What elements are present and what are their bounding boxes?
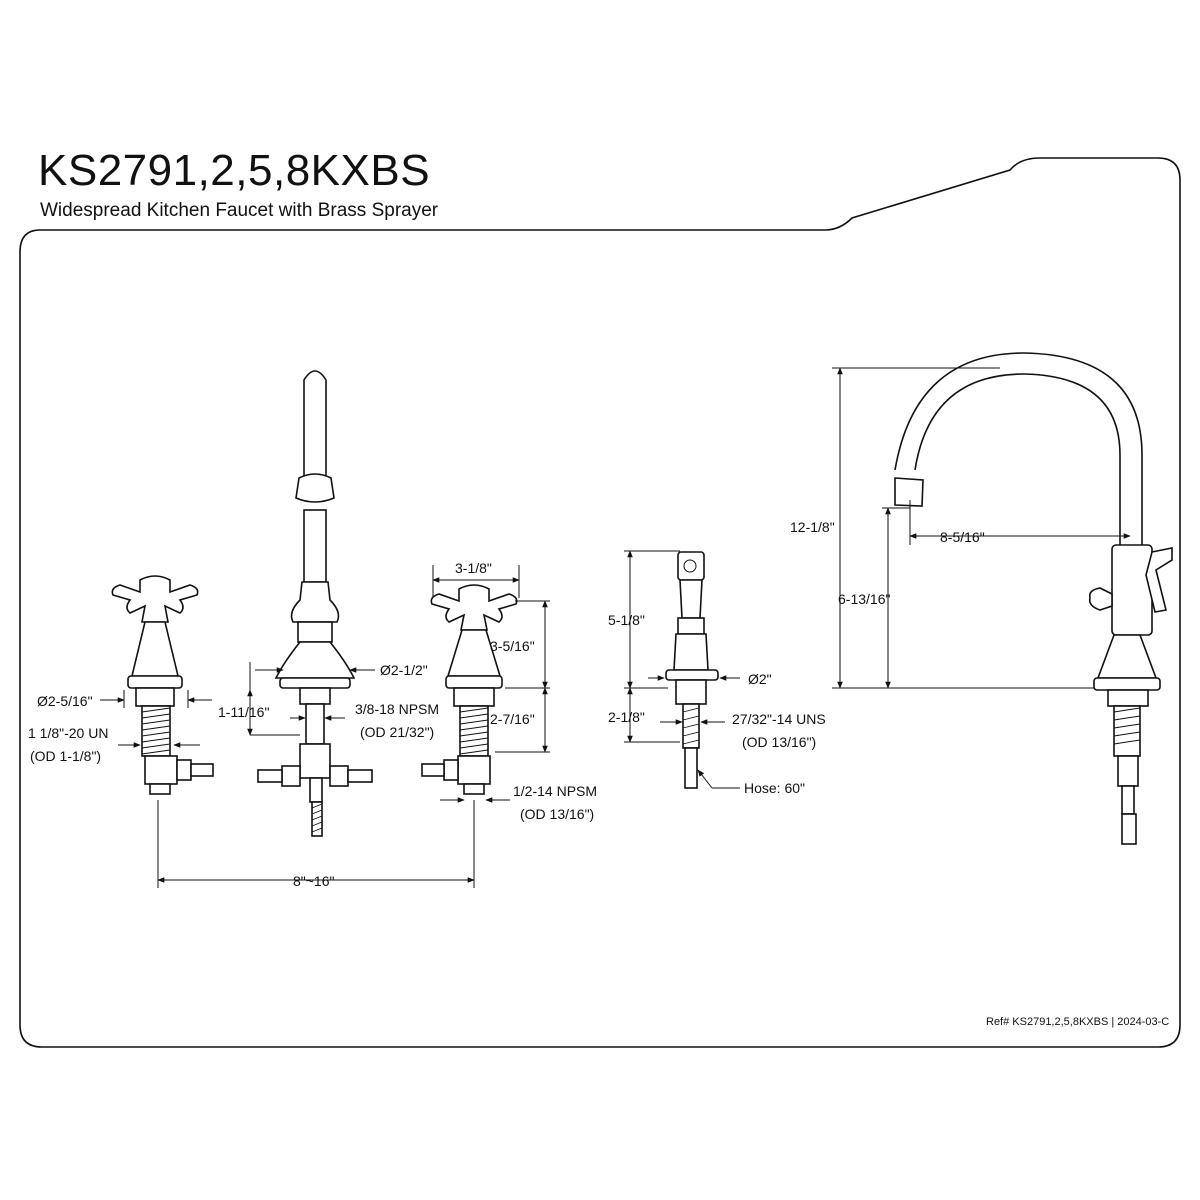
reference-number: Ref# KS2791,2,5,8KXBS | 2024-03-C <box>986 1016 1170 1028</box>
left-handle-drawing <box>111 575 214 795</box>
label-sprayer-shank-length: 2-1/8" <box>608 709 645 725</box>
side-view-drawing <box>894 352 1173 845</box>
label-sprayer-height: 5-1/8" <box>608 612 645 628</box>
label-handle-width: 3-1/8" <box>455 560 492 576</box>
label-sprayer-thread-line1: 27/32"-14 UNS <box>732 711 826 727</box>
label-sprayer-base-diameter: Ø2" <box>748 671 772 687</box>
label-spout-clearance: 6-13/16" <box>838 591 890 607</box>
label-sprayer-thread-line2: (OD 13/16") <box>742 734 816 750</box>
right-handle-drawing <box>421 584 518 795</box>
label-spout-thread-line2: (OD 21/32") <box>360 724 434 740</box>
model-title: KS2791,2,5,8KXBS <box>38 146 431 195</box>
label-spout-flange-diameter: Ø2-1/2" <box>380 662 428 678</box>
label-spread: 8"~16" <box>293 873 335 889</box>
sprayer-drawing <box>665 551 719 789</box>
product-description: Widespread Kitchen Faucet with Brass Spr… <box>40 200 439 221</box>
label-spout-thread-line1: 3/8-18 NPSM <box>355 701 439 717</box>
center-spout-drawing <box>257 370 373 837</box>
label-inlet-thread-line1: 1/2-14 NPSM <box>513 783 597 799</box>
label-inlet-thread-line2: (OD 13/16") <box>520 806 594 822</box>
dimension-lines <box>100 367 1131 888</box>
label-hose-length: Hose: 60" <box>744 780 805 796</box>
page-frame <box>19 157 1181 1048</box>
label-spout-reach: 8-5/16" <box>940 529 985 545</box>
label-handle-thread-line1: 1 1/8"-20 UN <box>28 725 108 741</box>
label-handle-thread-line2: (OD 1-1/8") <box>30 748 101 764</box>
label-handle-height: 3-5/16" <box>490 638 535 654</box>
label-overall-height: 12-1/8" <box>790 519 835 535</box>
label-handle-flange-diameter: Ø2-5/16" <box>37 693 93 709</box>
label-handle-shank-length: 2-7/16" <box>490 711 535 727</box>
label-spout-shank-length: 1-11/16" <box>218 704 269 720</box>
